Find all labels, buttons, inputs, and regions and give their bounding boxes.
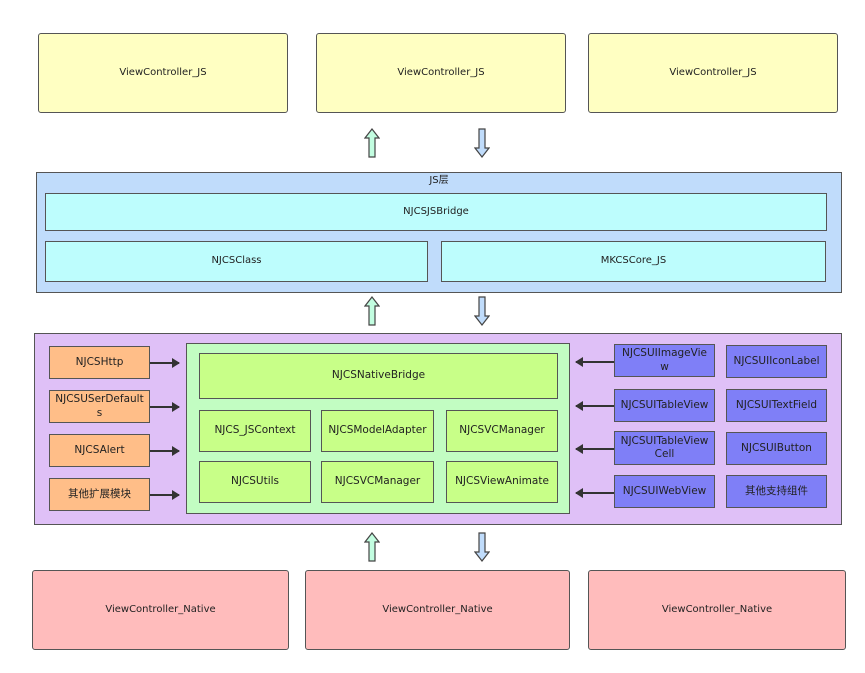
ui-component-table-view-cell: NJCSUITableViewCell (614, 431, 715, 465)
view-controller-native-label: ViewController_Native (661, 603, 773, 615)
view-controller-native-3: ViewController_Native (588, 570, 846, 650)
arrow-left-icon (575, 357, 614, 367)
left-module-other-extensions: 其他扩展模块 (49, 478, 150, 511)
njcs-native-bridge: NJCSNativeBridge (199, 353, 558, 399)
ui-component-label: 其他支持组件 (745, 484, 808, 497)
arrow-right-icon (150, 490, 180, 500)
js-layer-title: JS层 (429, 175, 449, 186)
view-controller-js-label: ViewController_JS (119, 66, 207, 78)
core-item-vc-manager: NJCSVCManager (446, 410, 558, 452)
ui-component-image-view: NJCSUIImageView (614, 344, 715, 377)
core-item-js-context: NJCS_JSContext (199, 410, 311, 452)
view-controller-native-1: ViewController_Native (32, 570, 289, 650)
core-item-label: NJCSVCManager (459, 424, 545, 437)
left-module-njcs-alert: NJCSAlert (49, 434, 150, 467)
core-item-label: NJCSUtils (230, 475, 280, 488)
ui-component-other-support: 其他支持组件 (726, 475, 827, 508)
core-item-label: NJCSViewAnimate (455, 475, 549, 488)
js-item-label: MKCSCore_JS (600, 255, 667, 267)
down-arrow-icon (474, 532, 490, 562)
ui-component-label: NJCSUITableView (620, 398, 709, 411)
ui-component-label: NJCSUIIconLabel (733, 354, 820, 367)
arrow-left-icon (575, 401, 614, 411)
ui-component-label: NJCSUITableViewCell (620, 434, 709, 460)
ui-component-label: NJCSUIWebView (622, 484, 707, 497)
core-item-view-animate: NJCSViewAnimate (446, 461, 558, 503)
js-item-label: NJCSClass (211, 255, 262, 267)
arrow-right-icon (150, 402, 180, 412)
ui-component-label: NJCSUITextField (735, 398, 818, 411)
arrow-right-icon (150, 446, 180, 456)
view-controller-native-label: ViewController_Native (382, 603, 493, 615)
js-bridge-label: NJCSJSBridge (403, 205, 469, 217)
core-item-model-adapter: NJCSModelAdapter (321, 410, 434, 452)
view-controller-js-3: ViewController_JS (588, 33, 838, 113)
ui-component-text-field: NJCSUITextField (726, 389, 827, 422)
ui-component-label: NJCSUIImageView (622, 347, 707, 373)
arrow-left-icon (575, 444, 614, 454)
left-module-njcs-user-defaults: NJCSUSerDefaults (49, 390, 150, 423)
view-controller-native-label: ViewController_Native (105, 603, 216, 615)
core-item-label: NJCS_JSContext (214, 424, 296, 437)
core-item-utils: NJCSUtils (199, 461, 311, 503)
left-module-label: NJCSHttp (75, 355, 124, 368)
left-module-njcs-http: NJCSHttp (49, 346, 150, 379)
up-arrow-icon (364, 296, 380, 326)
ui-component-icon-label: NJCSUIIconLabel (726, 345, 827, 378)
njcs-class: NJCSClass (45, 241, 428, 282)
arrow-right-icon (150, 358, 180, 368)
arrow-left-icon (575, 488, 614, 498)
core-item-vc-manager-2: NJCSVCManager (321, 461, 434, 503)
native-bridge-label: NJCSNativeBridge (331, 369, 426, 382)
up-arrow-icon (364, 532, 380, 562)
ui-component-web-view: NJCSUIWebView (614, 475, 715, 508)
core-item-label: NJCSVCManager (334, 475, 421, 488)
left-module-label: NJCSUSerDefaults (55, 393, 144, 419)
core-item-label: NJCSModelAdapter (328, 424, 427, 437)
ui-component-label: NJCSUIButton (741, 441, 812, 454)
view-controller-native-2: ViewController_Native (305, 570, 570, 650)
ui-component-button: NJCSUIButton (726, 432, 827, 465)
view-controller-js-1: ViewController_JS (38, 33, 288, 113)
njcs-js-bridge: NJCSJSBridge (45, 193, 827, 231)
view-controller-js-label: ViewController_JS (397, 66, 485, 78)
mkcs-core-js: MKCSCore_JS (441, 241, 826, 282)
view-controller-js-2: ViewController_JS (316, 33, 566, 113)
up-arrow-icon (364, 128, 380, 158)
down-arrow-icon (474, 128, 490, 158)
down-arrow-icon (474, 296, 490, 326)
left-module-label: NJCSAlert (74, 443, 125, 456)
left-module-label: 其他扩展模块 (68, 487, 131, 500)
ui-component-table-view: NJCSUITableView (614, 389, 715, 422)
view-controller-js-label: ViewController_JS (669, 66, 757, 78)
